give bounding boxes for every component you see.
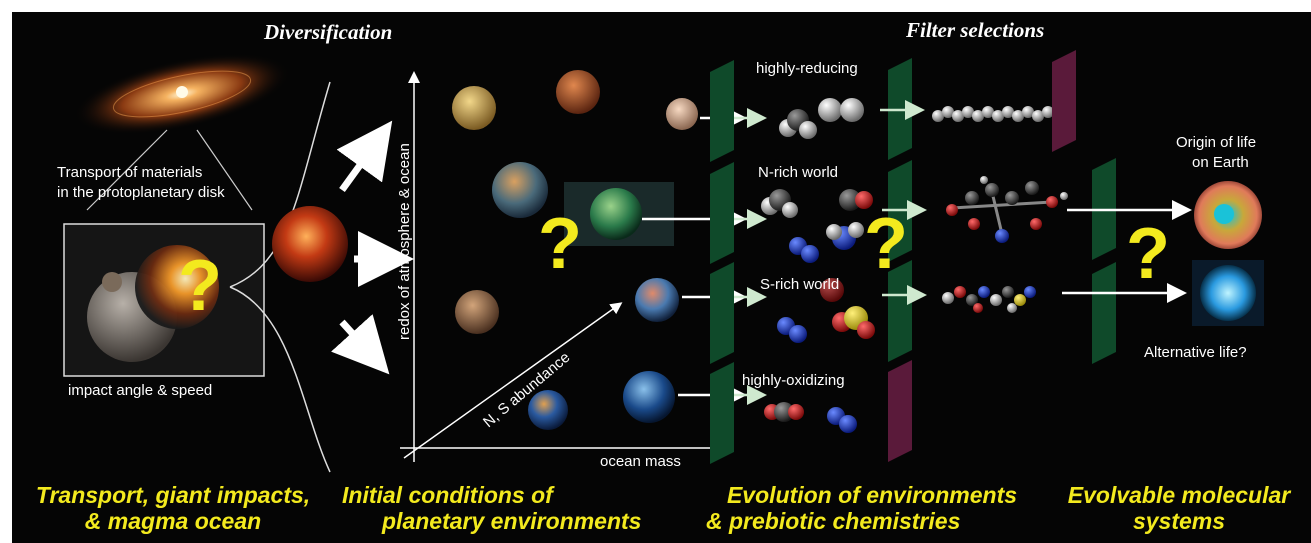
- planet-brown: [455, 290, 499, 334]
- question-mark-impact: ?: [178, 246, 222, 326]
- question-mark-systems: ?: [1126, 214, 1170, 294]
- diversification-arrows: [331, 120, 414, 375]
- planet-yellow: [452, 86, 496, 130]
- label-n-rich-world: N-rich world: [758, 164, 839, 181]
- filter-to-complex-arrows: [880, 100, 927, 305]
- impact-label: impact angle & speed: [68, 382, 213, 399]
- axis-label-redox: redox of atmosphere & ocean: [396, 143, 413, 340]
- planet-pale: [666, 98, 698, 130]
- protoplanetary-disk-image: [74, 53, 290, 135]
- footer-stage2: Initial conditions of planetary environm…: [338, 482, 704, 535]
- label-highly-reducing: highly-reducing: [756, 60, 858, 77]
- filter-column-1: [710, 60, 734, 464]
- molecules-highly-oxidizing: [764, 402, 857, 433]
- footer-stage1: Transport, giant impacts, & magma ocean: [14, 482, 332, 535]
- peptide-molecule: [942, 286, 1036, 313]
- label-alternative-life: Alternative life?: [1144, 344, 1247, 361]
- footer-stage1-line2: & magma ocean: [84, 508, 262, 535]
- axes-graphic: [400, 71, 725, 462]
- alternative-life-image: [1192, 260, 1264, 326]
- protocell-image: [1194, 181, 1262, 249]
- heading-filter-selections: Filter selections: [906, 18, 1045, 42]
- label-highly-oxidizing: highly-oxidizing: [742, 372, 845, 389]
- question-mark-initial: ?: [538, 204, 582, 284]
- planet-green-highlight: [564, 182, 674, 246]
- footer-stage3-line2: & prebiotic chemistries: [706, 508, 961, 535]
- label-origin-line1: Origin of life: [1176, 134, 1257, 151]
- molecules-s-rich: [777, 278, 875, 343]
- planet-blue-orange: [528, 390, 568, 430]
- polymer-chain-molecule: [932, 106, 1054, 122]
- transport-label-line2: in the protoplanetary disk: [57, 184, 225, 201]
- footer-stage4-line2: systems: [1132, 508, 1226, 535]
- giant-impact-image: [63, 223, 265, 377]
- footer-stage4-line1: Evolvable molecular: [1067, 482, 1291, 508]
- magma-ocean-planet: [272, 206, 348, 282]
- filter-purple-top: [1052, 50, 1076, 152]
- diagram-graphics: [63, 50, 1264, 473]
- footer-stage3-line1: Evolution of environments: [726, 482, 1018, 508]
- planet-land-ocean: [492, 162, 548, 218]
- molecules-highly-reducing: [779, 98, 864, 139]
- planet-ocean-blue: [623, 371, 675, 423]
- footer-stage2-line1: Initial conditions of: [342, 482, 553, 508]
- amino-acid-molecule: [946, 176, 1068, 243]
- label-origin-line2: on Earth: [1192, 154, 1249, 171]
- filter-to-molecule-arrows-1: [734, 108, 767, 405]
- label-s-rich-world: S-rich world: [760, 276, 840, 293]
- bracket-curve-bottom: [229, 286, 331, 473]
- transport-label-line1: Transport of materials: [57, 164, 203, 181]
- molecules-n-rich: [761, 189, 873, 263]
- zoom-line-left: [86, 129, 168, 211]
- diagram-canvas: Diversification Filter selections Transp…: [12, 12, 1311, 543]
- axis-label-ocean-mass: ocean mass: [600, 453, 681, 470]
- planet-red-blue: [635, 278, 679, 322]
- final-arrows: [1062, 200, 1192, 303]
- footer-stage2-line2: planetary environments: [382, 508, 642, 535]
- filter-column-3: [1092, 158, 1116, 364]
- footer-stage3: Evolution of environments & prebiotic ch…: [702, 482, 1042, 535]
- zoom-line-right: [196, 129, 253, 211]
- question-mark-evolution: ?: [864, 204, 908, 284]
- planet-mars-like: [556, 70, 600, 114]
- heading-diversification: Diversification: [264, 20, 393, 44]
- footer-stage4: Evolvable molecular systems: [1048, 482, 1310, 535]
- footer-stage1-line1: Transport, giant impacts,: [35, 482, 311, 508]
